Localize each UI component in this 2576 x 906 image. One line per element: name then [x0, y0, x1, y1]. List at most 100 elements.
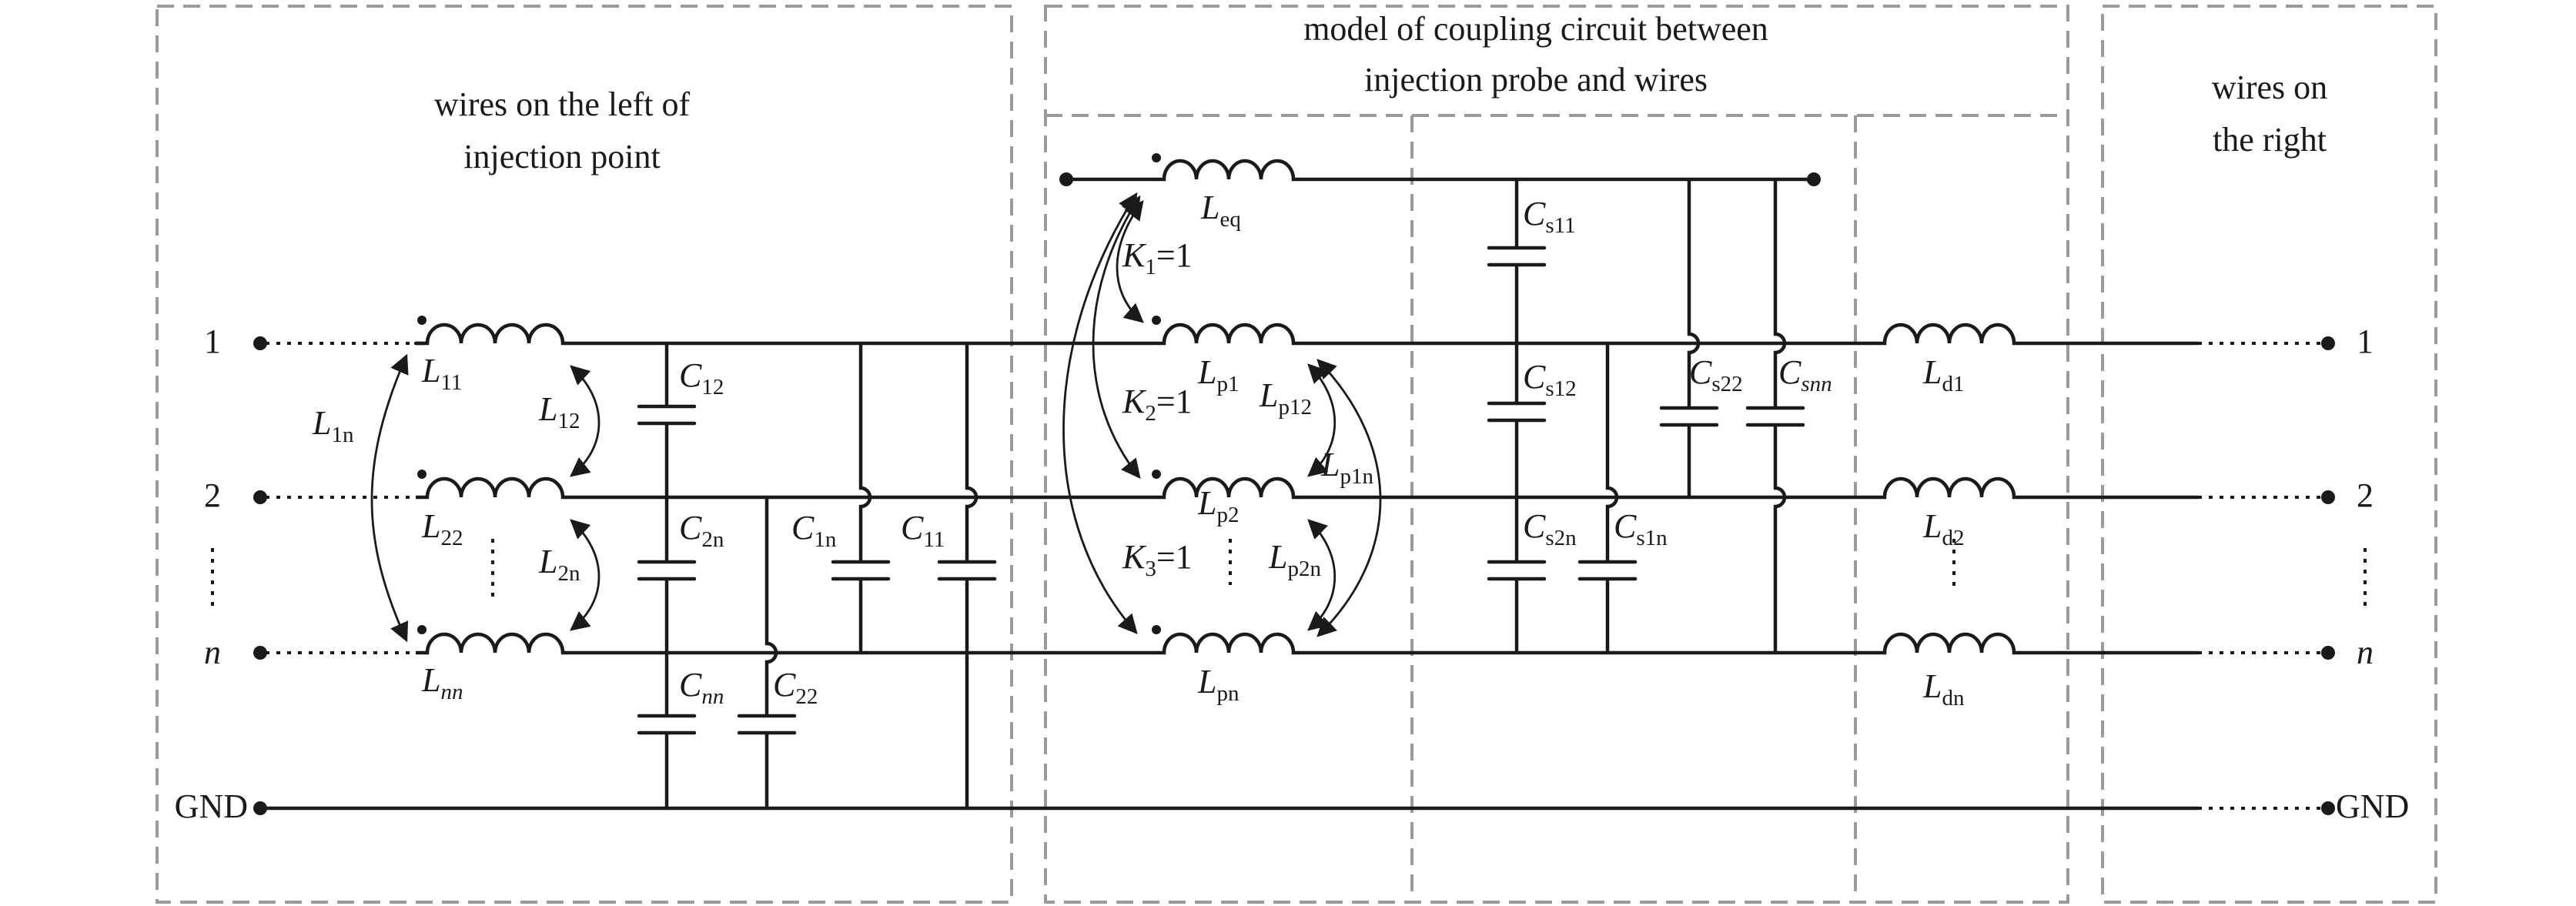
label-cs1n: Cs1n — [1614, 507, 1668, 550]
label-ld2: Ld2 — [1922, 507, 1964, 550]
label-lp12: Lp12 — [1259, 376, 1312, 420]
terminal-n-left — [253, 646, 267, 660]
cap-c1n-branch — [831, 341, 891, 655]
inductor-l22 — [416, 476, 566, 500]
wire-1-label-right: 1 — [2357, 323, 2374, 360]
label-l22: L22 — [421, 507, 463, 550]
label-csnn: Csnn — [1778, 353, 1832, 396]
inductor-ld1 — [1882, 323, 2020, 346]
terminal-1-right — [2321, 336, 2335, 350]
cap-c11-branch — [937, 341, 997, 811]
cap-csnn-branch — [1745, 177, 1805, 655]
label-l11: L11 — [421, 352, 462, 395]
label-ldn: Ldn — [1922, 667, 1965, 710]
middle-region-caption-line1: model of coupling circuit between — [1303, 10, 1768, 48]
region-boxes — [156, 5, 2437, 904]
label-c1n: C1n — [791, 509, 837, 552]
wire-n-label-left: n — [204, 634, 221, 671]
terminal-2-right — [2321, 490, 2335, 504]
cap-cs11-branch — [1487, 177, 1547, 346]
label-lp2n: Lp2n — [1268, 538, 1321, 581]
arc-k3 — [1062, 192, 1138, 634]
cap-cs12-branch — [1487, 341, 1547, 500]
dot-leq — [1152, 153, 1161, 162]
label-l2n: L2n — [538, 543, 580, 586]
dot-lnn — [417, 625, 427, 634]
label-ld1: Ld1 — [1922, 353, 1964, 396]
arc-l1n — [370, 353, 409, 643]
inductor-lp1 — [1159, 323, 1297, 346]
label-l1n: L1n — [312, 404, 354, 447]
left-capacitors — [637, 341, 997, 811]
dot-l11 — [417, 316, 427, 325]
gnd-label-left: GND — [175, 787, 248, 825]
probe-capacitors — [1487, 177, 1805, 655]
middle-region-box — [1044, 5, 2069, 904]
gnd-label-right: GND — [2336, 787, 2409, 825]
wire-continuations — [211, 342, 2367, 810]
label-lnn: Lnn — [421, 661, 463, 704]
dot-lp1 — [1152, 316, 1161, 325]
label-c22: C22 — [773, 666, 818, 709]
label-cs2n: Cs2n — [1523, 507, 1577, 550]
label-cnn: Cnn — [679, 666, 724, 709]
inductors — [416, 159, 2020, 655]
label-k1: K1=1 — [1122, 236, 1193, 279]
left-region-caption-line2: injection point — [463, 138, 660, 176]
right-region-caption-line1: wires on — [2212, 69, 2327, 106]
terminal-1-left — [253, 336, 267, 350]
wire-2-label-left: 2 — [204, 476, 221, 514]
terminal-gnd-right — [2321, 801, 2335, 815]
right-region-box — [2101, 5, 2437, 904]
label-lpn: Lpn — [1197, 663, 1239, 706]
cap-cs22-branch — [1659, 177, 1719, 500]
terminal-eq-left — [1059, 172, 1073, 186]
label-leq: Leq — [1200, 189, 1241, 232]
inductor-ldn — [1882, 632, 2020, 655]
label-cs12: Cs12 — [1523, 358, 1577, 401]
dot-l22 — [417, 470, 427, 479]
wire-n-label-right: n — [2357, 634, 2374, 671]
cap-cs2n-branch — [1487, 495, 1547, 655]
label-c11: C11 — [901, 509, 945, 552]
cap-c2n-branch — [637, 495, 697, 655]
cap-cnn-branch — [637, 650, 697, 811]
polarity-dots — [417, 153, 1161, 634]
inductor-lnn — [416, 632, 566, 655]
arc-lp1n — [1316, 359, 1382, 637]
mutual-coupling-arcs — [370, 192, 1382, 643]
dot-lp2 — [1152, 470, 1161, 479]
component-labels: L11 L22 Lnn L12 L2n L1n C12 C2n Cnn C22 … — [312, 189, 1965, 710]
wire-1-label-left: 1 — [204, 323, 221, 360]
cap-cs1n-branch — [1577, 341, 1638, 655]
inductor-lpn — [1159, 632, 1297, 655]
arc-l12 — [570, 365, 601, 477]
label-cs11: Cs11 — [1523, 195, 1576, 238]
label-lp2: Lp2 — [1197, 484, 1239, 527]
terminal-n-right — [2321, 646, 2335, 660]
inductor-leq — [1159, 159, 1297, 182]
dot-lpn — [1152, 625, 1161, 634]
inductor-l11 — [416, 323, 566, 346]
left-region-caption-line1: wires on the left of — [434, 85, 691, 123]
cap-c22-branch — [737, 495, 797, 811]
left-region-box — [156, 5, 1013, 904]
label-cs22: Cs22 — [1689, 353, 1743, 396]
label-lp1n: Lp1n — [1320, 446, 1373, 489]
wire-2-label-right: 2 — [2357, 476, 2374, 514]
inductor-ld2 — [1882, 476, 2020, 500]
terminal-eq-right — [1807, 172, 1821, 186]
arc-l2n — [570, 519, 601, 631]
middle-region-caption-line2: injection probe and wires — [1364, 61, 1708, 99]
label-c2n: C2n — [679, 509, 724, 552]
cap-c12-branch — [637, 341, 697, 500]
terminal-2-left — [253, 490, 267, 504]
terminal-gnd-left — [253, 801, 267, 815]
label-k2: K2=1 — [1122, 383, 1193, 426]
terminals — [253, 172, 2335, 815]
label-c12: C12 — [679, 356, 724, 400]
inductor-lp2 — [1159, 476, 1297, 500]
label-lp1: Lp1 — [1197, 353, 1239, 396]
label-k3: K3=1 — [1122, 538, 1193, 581]
